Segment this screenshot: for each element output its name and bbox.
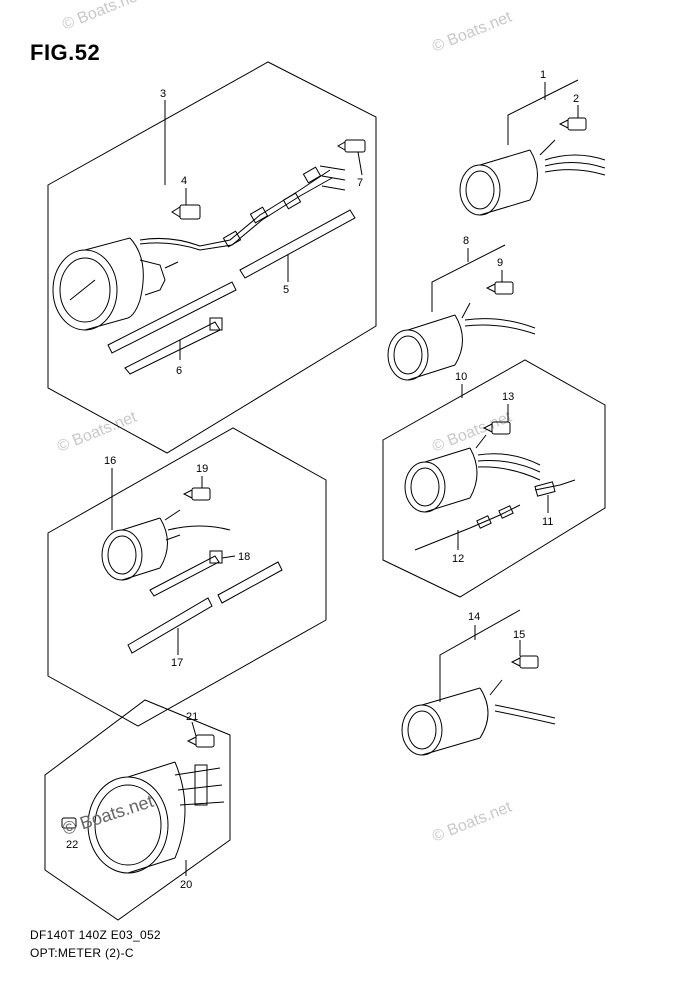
wiring-harness-icon-11 [534, 479, 576, 491]
cable-tie-icon-6 [124, 317, 223, 375]
section-title: OPT:METER (2)-C [30, 946, 134, 960]
callout-13: 13 [502, 391, 514, 403]
callout-1: 1 [540, 69, 546, 81]
callout-9: 9 [497, 257, 503, 269]
wiring-harness-icon-3 [139, 169, 331, 247]
gauge-icon-14 [401, 679, 556, 756]
gauge-icon-3 [52, 237, 179, 331]
callout-14: 14 [468, 611, 480, 623]
gauge-icon-20 [87, 761, 225, 874]
bulb-socket-icon-4 [171, 204, 201, 220]
gauge-icon-1 [459, 139, 606, 216]
group-box-10 [382, 359, 606, 598]
hose-icon-5 [107, 209, 356, 354]
callout-6: 6 [176, 365, 182, 377]
callout-11: 11 [542, 516, 553, 528]
callout-10: 10 [455, 371, 467, 383]
bulb-socket-icon-19 [182, 487, 211, 501]
bulb-socket-icon-15 [510, 655, 539, 669]
cable-tie-icon-18 [149, 550, 223, 597]
callout-15: 15 [513, 629, 525, 641]
bulb-socket-icon-7 [336, 139, 366, 153]
bulb-socket-icon-9 [485, 281, 514, 295]
callout-18: 18 [238, 551, 250, 563]
callout-22: 22 [66, 839, 78, 851]
callout-2: 2 [573, 93, 579, 105]
group-box-20 [44, 699, 231, 921]
callout-3: 3 [160, 88, 166, 100]
callout-21: 21 [186, 711, 198, 723]
callout-7: 7 [357, 177, 363, 189]
gauge-icon-8 [387, 302, 536, 381]
callout-16: 16 [104, 455, 116, 467]
bulb-socket-icon-21 [186, 734, 215, 748]
callout-19: 19 [196, 463, 208, 475]
wiring-harness-icon-12 [414, 504, 521, 551]
bulb-socket-icon-13 [482, 421, 511, 435]
callout-4: 4 [181, 175, 187, 187]
group-box-3 [47, 61, 377, 454]
group-box-16 [47, 427, 327, 727]
bulb-socket-icon-2 [558, 117, 587, 131]
callout-12: 12 [452, 553, 464, 565]
bulb-socket-icon-22 [61, 817, 77, 829]
model-code: DF140T 140Z E03_052 [30, 928, 161, 942]
figure-title: FIG.52 [30, 40, 101, 65]
hose-icon-17 [127, 561, 283, 654]
gauge-icon-16 [101, 509, 231, 581]
callout-5: 5 [283, 284, 289, 296]
callout-17: 17 [171, 657, 183, 669]
gauge-icon-10 [404, 434, 541, 513]
callout-20: 20 [180, 879, 192, 891]
callout-8: 8 [463, 235, 469, 247]
